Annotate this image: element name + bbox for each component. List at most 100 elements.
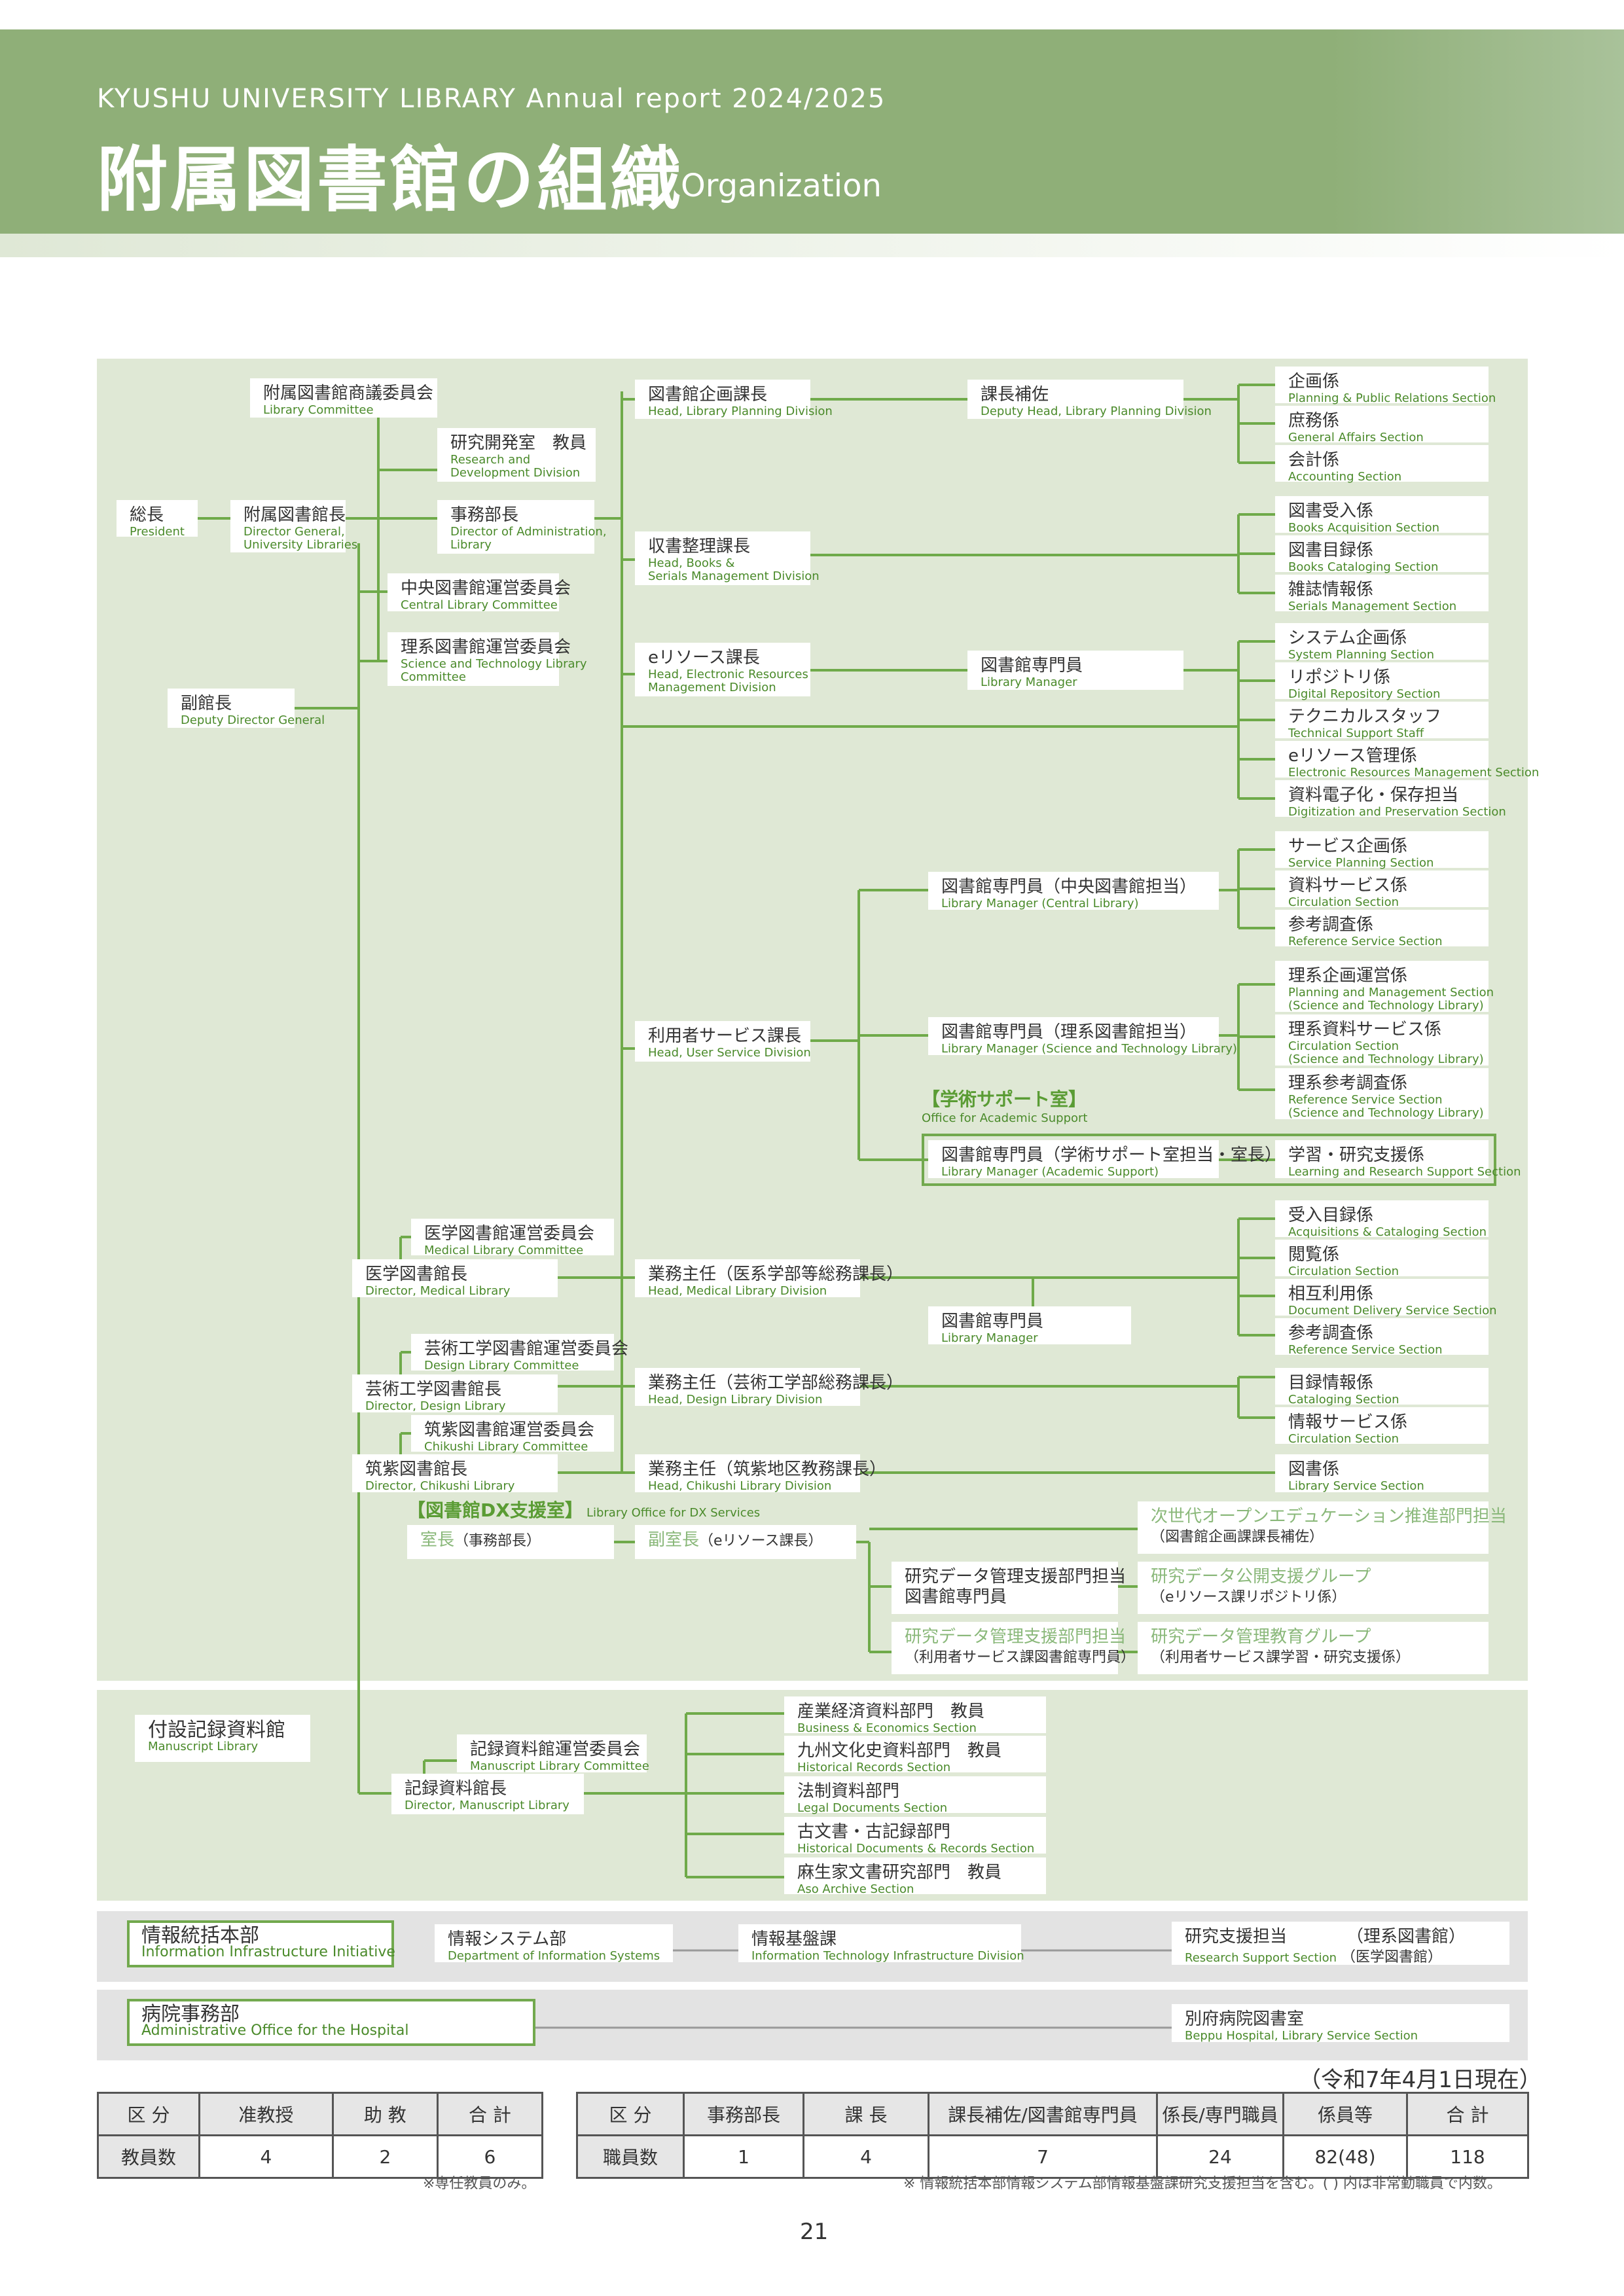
table-cell: 合 計 (436, 2092, 544, 2136)
table-cell: 2 (331, 2134, 439, 2179)
dx-rdm-user-box: 研究データ管理支援部門担当（利用者サービス課図書館専門員） (892, 1622, 1135, 1674)
table-cell: 4 (198, 2134, 334, 2179)
table-cell: 合 計 (1406, 2092, 1529, 2136)
page-title-en: Organization (681, 168, 882, 204)
as-of-date: （令和7年4月1日現在） (1299, 2067, 1542, 2093)
dx-chief-box: 室長（事務部長） (407, 1525, 614, 1559)
table-cell: 82(48) (1282, 2134, 1408, 2179)
dx-deputy-box: 副室長（eリソース課長） (635, 1525, 856, 1559)
table-cell: 118 (1406, 2134, 1529, 2179)
page-number: 21 (800, 2219, 829, 2245)
staff-table-header: 区 分 事務部長 課 長 課長補佐/図書館専門員 係長/専門職員 係員等 合 計 (576, 2092, 1529, 2136)
table-cell: 区 分 (576, 2092, 685, 2136)
table-cell: 係長/専門職員 (1156, 2092, 1284, 2136)
lm-central-box: 図書館専門員（中央図書館担当）Library Manager (Central … (928, 872, 1219, 910)
header-band (0, 29, 1624, 234)
table-cell: 准教授 (198, 2092, 334, 2136)
academic-support-frame (922, 1134, 1496, 1186)
academic-support-label: 【学術サポート室】 Office for Academic Support (922, 1088, 1088, 1125)
faculty-note: ※専任教員のみ。 (423, 2176, 536, 2192)
dx-open-support-box: 研究データ公開支援グループ（eリソース課リポジトリ係） (1138, 1562, 1489, 1614)
table-cell: 区 分 (97, 2092, 200, 2136)
report-subtitle: KYUSHU UNIVERSITY LIBRARY Annual report … (97, 84, 886, 114)
dx-open-education-box: 次世代オープンエデュケーション推進部門担当（図書館企画課課長補佐） (1138, 1501, 1507, 1554)
table-cell: 1 (683, 2134, 804, 2179)
design-head-box: 業務主任（芸術工学部総務課長）Head, Design Library Divi… (635, 1368, 903, 1407)
dx-office-label: 【図書館DX支援室】 Library Office for DX Service… (407, 1499, 761, 1521)
table-cell: 課長補佐/図書館専門員 (928, 2092, 1158, 2136)
table-cell: 助 教 (331, 2092, 439, 2136)
staff-table-row: 職員数 1 4 7 24 82(48) 118 (576, 2134, 1529, 2179)
table-cell: 24 (1156, 2134, 1284, 2179)
lm-st-box: 図書館専門員（理系図書館担当）Library Manager (Science … (928, 1017, 1237, 1056)
page-title: 附属図書館の組織 (97, 139, 684, 221)
table-cell: 課 長 (803, 2092, 929, 2136)
info-support-box: 研究支援担当 （理系図書館） Research Support Section … (1172, 1922, 1509, 1965)
dx-edu-group-box: 研究データ管理教育グループ（利用者サービス課学習・研究支援係） (1138, 1622, 1489, 1674)
dx-rdm-lead-box: 研究データ管理支援部門担当図書館専門員 (892, 1562, 1126, 1614)
faculty-table-row: 教員数 4 2 6 (97, 2134, 544, 2179)
header-stripe (0, 234, 1624, 257)
table-cell: 教員数 (97, 2134, 200, 2179)
staff-note: ※ 情報統括本部情報システム部情報基盤課研究支援担当を含む。( ) 内は非常勤職… (903, 2176, 1502, 2192)
table-cell: 7 (928, 2134, 1158, 2179)
medical-head-box: 業務主任（医系学部等総務課長）Head, Medical Library Div… (635, 1259, 903, 1298)
faculty-table-header: 区 分 准教授 助 教 合 計 (97, 2092, 544, 2136)
chikushi-head-box: 業務主任（筑紫地区教務課長）Head, Chikushi Library Div… (635, 1454, 886, 1493)
table-cell: 事務部長 (683, 2092, 804, 2136)
table-cell: 係員等 (1282, 2092, 1408, 2136)
